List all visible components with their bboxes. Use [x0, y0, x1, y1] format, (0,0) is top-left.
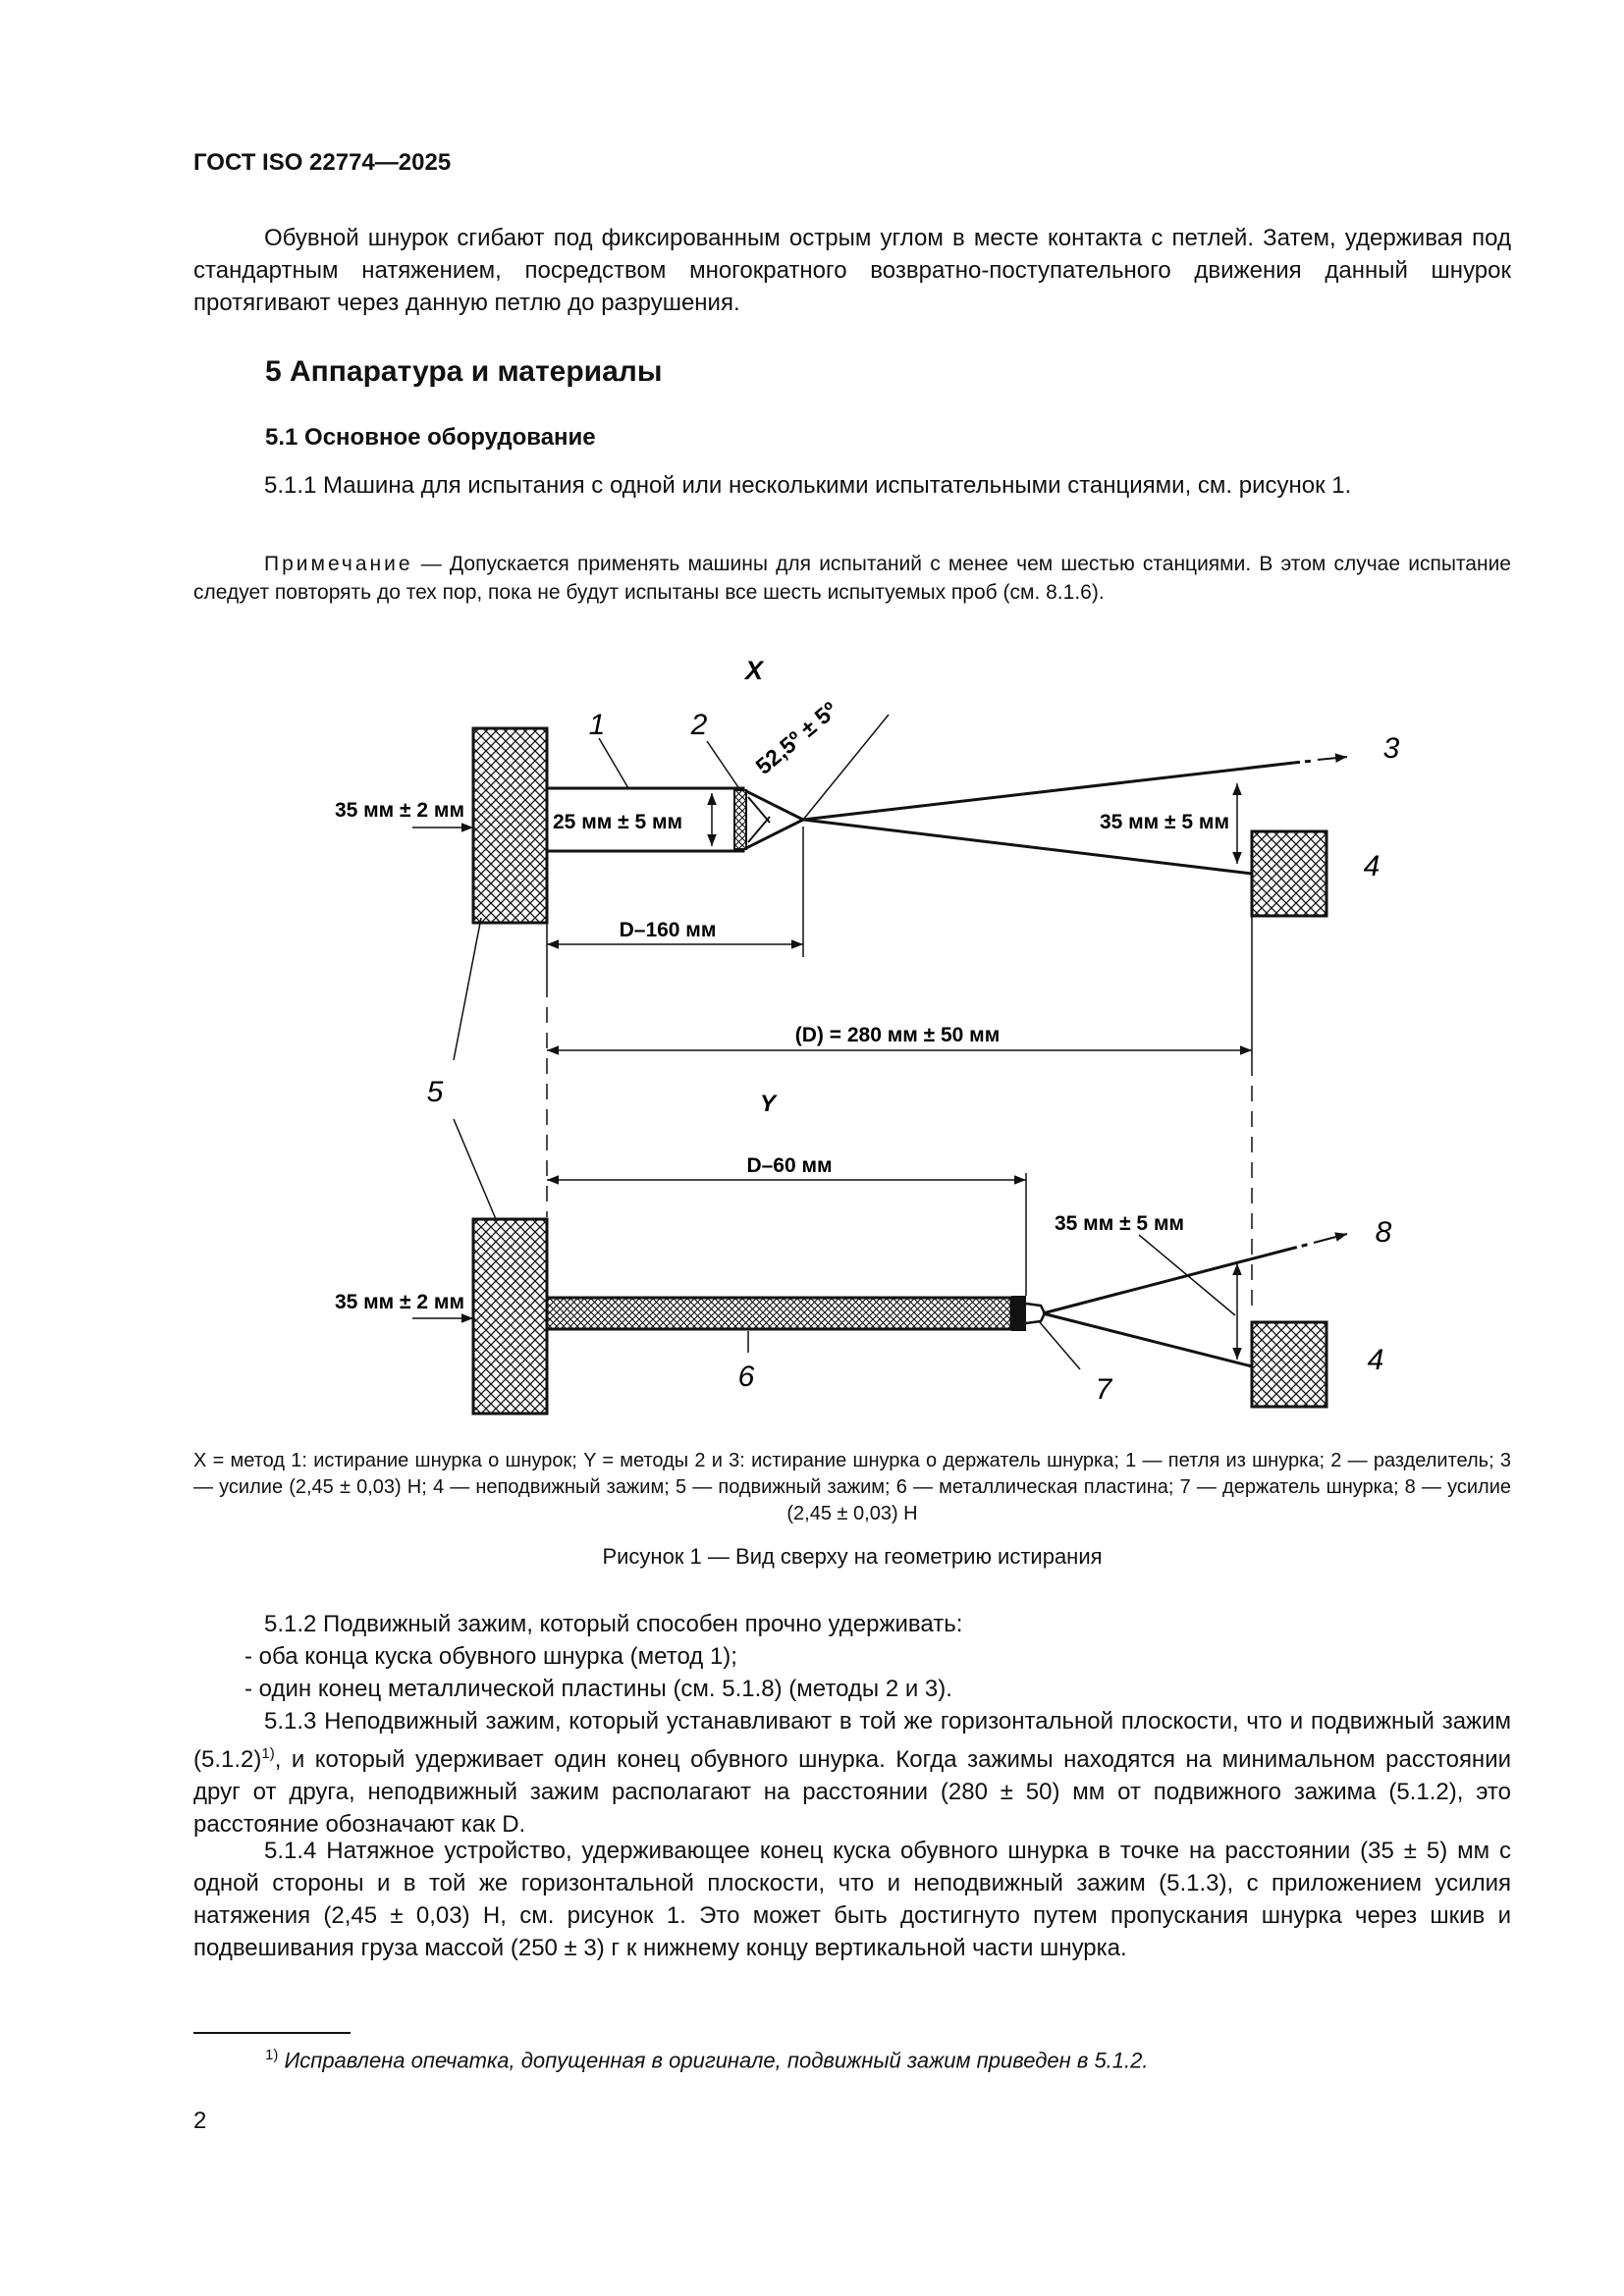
label-x: X: [743, 656, 765, 685]
lace-lower-strand-bottom: [1042, 1311, 1253, 1368]
angle-leader: [802, 714, 890, 821]
note-label: Примечание: [264, 553, 413, 575]
callout-3: 3: [1383, 732, 1400, 765]
dimension-d160-label: D–160 мм: [620, 919, 717, 941]
list: - оба конца куска обувного шнурка (метод…: [193, 1640, 1511, 1705]
clamp-offset-top-label: 35 мм ± 2 мм: [335, 799, 464, 822]
pull-offset-bottom-label: 35 мм ± 5 мм: [1055, 1212, 1184, 1235]
movable-clamp-top: [471, 726, 549, 925]
list-item: - один конец металлической пластины (см.…: [244, 1676, 952, 1702]
note: Примечание — Допускается применять машин…: [193, 550, 1511, 607]
lace-lower-strand: [802, 818, 1253, 876]
p513-part-a: 5.1.3 Неподвижный зажим, который устанав…: [193, 1708, 1511, 1773]
footnote-mark: 1): [265, 2047, 279, 2063]
subsection-title: 5.1 Основное оборудование: [265, 424, 596, 451]
force-arrow-8: [1313, 1232, 1348, 1244]
figure-legend: X = метод 1: истирание шнурка о шнурок; …: [193, 1450, 1511, 1524]
callout-1: 1: [589, 709, 606, 741]
callout-4-bottom: 4: [1368, 1344, 1384, 1376]
callout-5: 5: [427, 1076, 444, 1108]
intro-paragraph: Обувной шнурок сгибают под фиксированным…: [193, 225, 1511, 316]
footnote-text: Исправлена опечатка, допущенная в оригин…: [284, 2048, 1149, 2073]
paragraph-5-1-1: 5.1.1 Машина для испытания с одной или н…: [264, 472, 1352, 499]
callout-6: 6: [738, 1361, 755, 1393]
paragraph-5-1-4: 5.1.4 Натяжное устройство, удерживающее …: [193, 1838, 1511, 1961]
p513-part-b: , и который удерживает один конец обувно…: [193, 1746, 1511, 1838]
paragraph-5-1-2: 5.1.2 Подвижный зажим, который способен …: [264, 1611, 963, 1637]
footnote: 1) Исправлена опечатка, допущенная в ори…: [265, 2047, 1149, 2073]
fixed-clamp-top: [1250, 829, 1328, 918]
figure-1: X 1 2 52,5º ± 5º 3 4 35 мм ± 2 мм 25 мм …: [335, 656, 1400, 1415]
separator: [733, 789, 747, 850]
lace-holder-block: [1011, 1296, 1026, 1331]
dimension-d60-label: D–60 мм: [746, 1154, 832, 1177]
clamp-offset-bottom-label: 35 мм ± 2 мм: [335, 1291, 464, 1313]
dimension-total-label: (D) = 280 мм ± 50 мм: [795, 1024, 1000, 1046]
lace-upper-strand-bottom: [1042, 1247, 1292, 1315]
callout-7: 7: [1096, 1373, 1113, 1406]
metal-plate: [545, 1296, 1013, 1331]
lace-loop-tip: [745, 789, 807, 850]
movable-clamp-bottom: [471, 1217, 549, 1415]
fixed-clamp-bottom: [1250, 1320, 1328, 1409]
label-y: Y: [760, 1091, 778, 1117]
figure-caption: Рисунок 1 — Вид сверху на геометрию исти…: [602, 1544, 1103, 1569]
list-item: - оба конца куска обувного шнурка (метод…: [244, 1643, 737, 1670]
callout-4-top: 4: [1364, 850, 1380, 882]
paragraph-5-1-3: 5.1.3 Неподвижный зажим, который устанав…: [193, 1705, 1511, 1841]
angle-label: 52,5º ± 5º: [751, 697, 842, 779]
page-number: 2: [193, 2108, 207, 2134]
callout-2: 2: [690, 709, 708, 741]
force-arrow-3: [1317, 753, 1348, 763]
note-text: — Допускается применять машины для испыт…: [193, 553, 1511, 604]
lace-upper-strand: [802, 761, 1295, 822]
document-header: ГОСТ ISO 22774—2025: [193, 149, 452, 176]
loop-width-label: 25 мм ± 5 мм: [553, 811, 682, 833]
section-title: 5 Аппаратура и материалы: [265, 355, 663, 388]
footnote-divider: [193, 2032, 351, 2034]
pull-offset-top-label: 35 мм ± 5 мм: [1100, 811, 1229, 833]
callout-8: 8: [1376, 1216, 1392, 1249]
footnote-reference: 1): [261, 1745, 275, 1762]
